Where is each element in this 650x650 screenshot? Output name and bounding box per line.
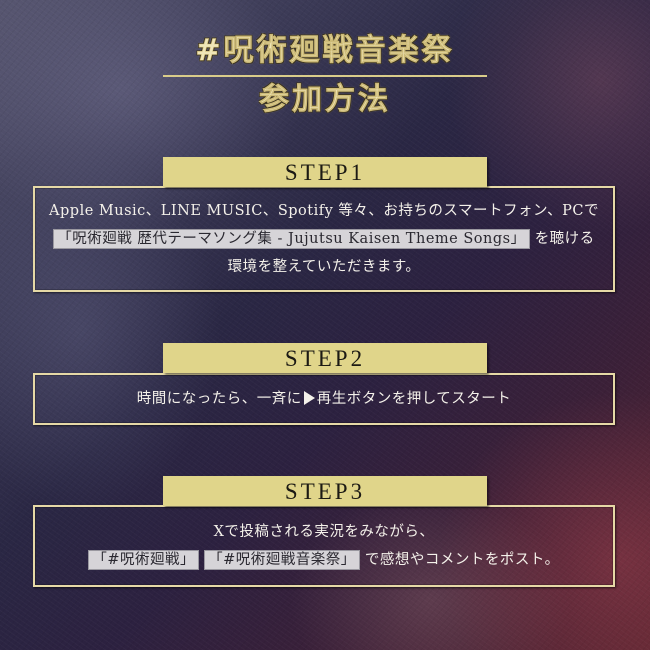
- step2-text-after: 再生ボタンを押してスタート: [316, 391, 512, 407]
- play-icon: [303, 391, 315, 405]
- step2-line1: 時間になったら、一斉に再生ボタンを押してスタート: [137, 385, 512, 413]
- step1-line3: 環境を整えていただきます。: [227, 259, 421, 275]
- page-header: #呪術廻戦音楽祭 参加方法: [0, 30, 650, 119]
- step3-line2-suffix: で感想やコメントをポスト。: [364, 552, 560, 568]
- step2-panel: 時間になったら、一斉に再生ボタンを押してスタート: [33, 373, 615, 425]
- title-divider: [163, 75, 487, 77]
- hashtag-highlight-1: 「#呪術廻戦」: [88, 550, 200, 570]
- page-subtitle: 参加方法: [259, 82, 391, 118]
- page-title: #呪術廻戦音楽祭: [195, 33, 455, 69]
- hashtag-highlight-2: 「#呪術廻戦音楽祭」: [204, 550, 360, 570]
- step1-label: STEP1: [163, 157, 487, 187]
- step2-label: STEP2: [163, 343, 487, 373]
- step1-panel: Apple Music、LINE MUSIC、Spotify 等々、お持ちのスマ…: [33, 186, 615, 292]
- step1-line2: 「呪術廻戦 歴代テーマソング集 - Jujutsu Kaisen Theme S…: [53, 225, 594, 253]
- step3-panel: Xで投稿される実況をみながら、 「#呪術廻戦」 「#呪術廻戦音楽祭」 で感想やコ…: [33, 505, 615, 587]
- step1-line2-suffix: を聴ける: [534, 231, 595, 247]
- playlist-name-highlight: 「呪術廻戦 歴代テーマソング集 - Jujutsu Kaisen Theme S…: [53, 229, 530, 249]
- step3-label: STEP3: [163, 476, 487, 506]
- step3-line2: 「#呪術廻戦」 「#呪術廻戦音楽祭」 で感想やコメントをポスト。: [88, 546, 559, 574]
- step1-line1: Apple Music、LINE MUSIC、Spotify 等々、お持ちのスマ…: [49, 203, 599, 219]
- step3-line1: Xで投稿される実況をみながら、: [213, 524, 435, 540]
- step2-text-before: 時間になったら、一斉に: [136, 391, 302, 407]
